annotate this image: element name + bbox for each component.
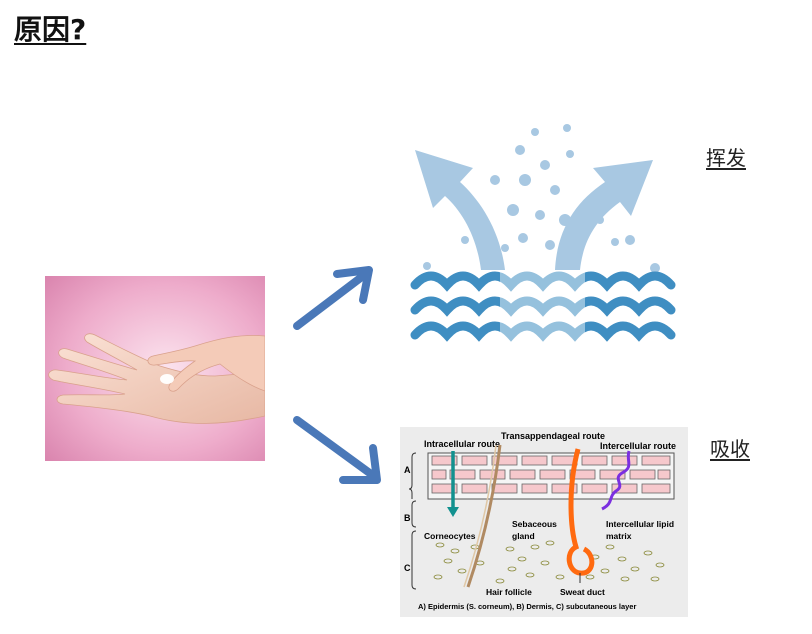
callout-sweat-duct: Sweat duct — [560, 587, 605, 597]
layer-label-a: A — [404, 465, 411, 475]
slide-title: 原因? — [14, 13, 87, 46]
route-label-intercellular: Intercellular route — [600, 441, 676, 451]
arrow-to-absorption — [293, 416, 381, 484]
callout-matrix: matrix — [606, 531, 632, 541]
diagram-caption: A) Epidermis (S. corneum), B) Dermis, C)… — [418, 602, 636, 611]
callout-corneocytes: Corneocytes — [424, 531, 476, 541]
skin-absorption-diagram: Intracellular route Transappendageal rou… — [400, 427, 688, 617]
route-label-intracellular: Intracellular route — [424, 439, 500, 449]
layer-label-c: C — [404, 563, 411, 573]
callout-sebaceous: Sebaceous — [512, 519, 557, 529]
callout-intercellular-lipid: Intercellular lipid — [606, 519, 674, 529]
hands-lotion-image — [45, 276, 265, 461]
callout-gland: gland — [512, 531, 535, 541]
absorption-label: 吸收 — [710, 437, 750, 461]
evaporation-icon — [410, 124, 676, 350]
layer-label-b: B — [404, 513, 411, 523]
arrow-to-evaporation — [293, 266, 373, 330]
evaporation-label: 挥发 — [706, 146, 746, 170]
callout-hair-follicle: Hair follicle — [486, 587, 532, 597]
route-label-transappendageal: Transappendageal route — [501, 431, 605, 441]
